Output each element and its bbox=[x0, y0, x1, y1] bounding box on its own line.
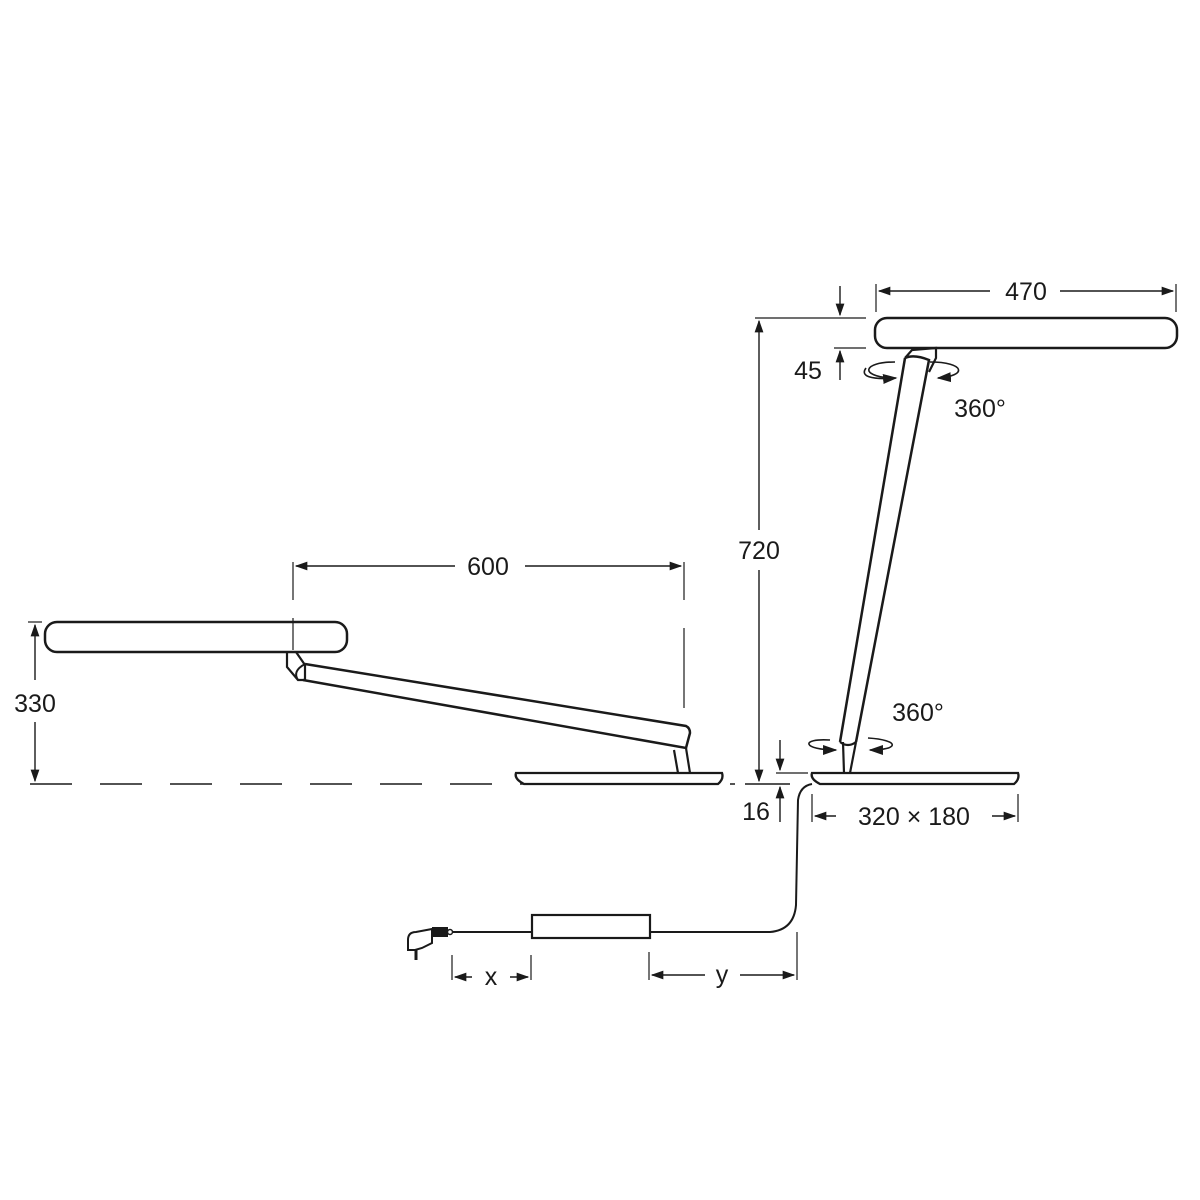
dimension-label: 45 bbox=[794, 357, 822, 385]
dimension-label: 470 bbox=[1005, 278, 1047, 306]
head-hinge bbox=[904, 346, 938, 373]
dimension-45: 45 bbox=[755, 286, 866, 385]
dimension-330: 330 bbox=[14, 621, 56, 783]
lamp-base-extended bbox=[514, 771, 724, 786]
lamp-head-upright bbox=[873, 316, 1179, 350]
head-hinge bbox=[285, 651, 307, 682]
dimension-label: 330 bbox=[14, 690, 56, 718]
dimension-label: 600 bbox=[467, 553, 509, 581]
dimension-470: 470 bbox=[875, 278, 1177, 312]
dimension-label: 720 bbox=[738, 537, 780, 565]
power-adapter bbox=[530, 913, 652, 940]
dimension-x: x bbox=[451, 955, 532, 991]
power-cable bbox=[407, 783, 813, 960]
dimension-label: 320 × 180 bbox=[858, 803, 970, 831]
rotation-arrows-head: 360° bbox=[863, 361, 1006, 423]
dimension-y: y bbox=[648, 932, 798, 989]
dimension-label: y bbox=[716, 961, 729, 989]
dimension-720: 720 bbox=[738, 319, 780, 783]
dimension-label: x bbox=[485, 963, 498, 991]
lamp-extended bbox=[43, 620, 724, 786]
dimension-16: 16 bbox=[742, 740, 808, 826]
dimension-600: 600 bbox=[292, 553, 685, 708]
dimension-base-size: 320 × 180 bbox=[811, 794, 1019, 831]
rotation-label: 360° bbox=[954, 395, 1006, 423]
rotation-arrows-base: 360° bbox=[808, 699, 944, 756]
lamp-base-upright bbox=[810, 771, 1020, 786]
lamp-pole bbox=[854, 355, 931, 743]
plug-icon bbox=[407, 927, 454, 960]
lamp-upright bbox=[810, 316, 1179, 786]
lamp-head-extended bbox=[43, 620, 349, 654]
rotation-label: 360° bbox=[892, 699, 944, 727]
lamp-arm-extended bbox=[302, 662, 692, 750]
dimension-label: 16 bbox=[742, 798, 770, 826]
